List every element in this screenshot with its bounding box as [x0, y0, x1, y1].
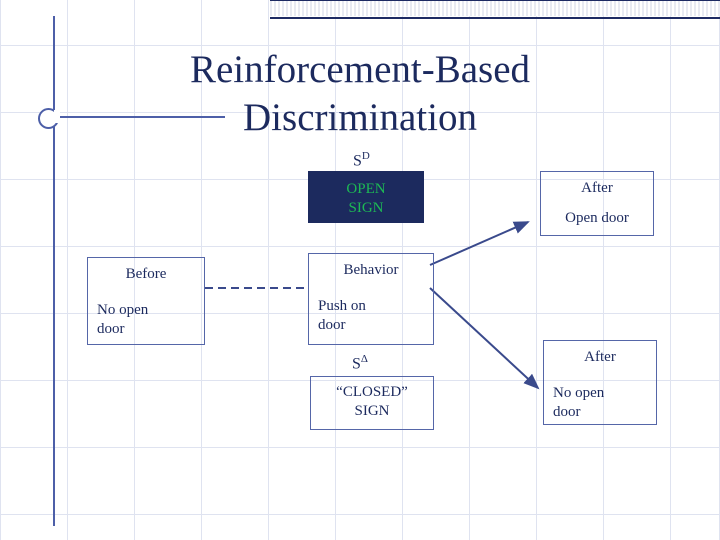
sd-label-superscript: D	[361, 150, 370, 162]
grid-line-vertical	[536, 0, 537, 540]
after-bottom-detail-line2: door	[553, 404, 581, 420]
behavior-detail-line2: door	[318, 317, 346, 333]
grid-line-horizontal	[0, 447, 720, 448]
page-title-line2: Discrimination	[243, 96, 477, 139]
sd-box-line2: SIGN	[348, 200, 384, 216]
behavior-box: Behavior Push on door	[308, 253, 434, 345]
behavior-heading: Behavior	[343, 262, 399, 278]
sdelta-stimulus-label: SΔ	[352, 353, 368, 373]
grid-line-horizontal	[0, 313, 720, 314]
grid-line-vertical	[268, 0, 269, 540]
grid-line-vertical	[201, 0, 202, 540]
grid-line-vertical	[67, 0, 68, 540]
sdelta-label-text: S	[352, 355, 361, 373]
sd-box-line1: OPEN	[346, 181, 386, 197]
before-detail-line2: door	[97, 321, 125, 337]
page-title: Reinforcement-Based Discrimination	[60, 46, 660, 142]
connector-behavior-to-after-bottom	[429, 287, 540, 390]
header-band-bottom-rule	[270, 17, 720, 19]
grid-line-horizontal	[0, 514, 720, 515]
after-bottom-heading: After	[584, 349, 616, 365]
connector-behavior-to-after-top	[429, 221, 530, 266]
sd-stimulus-label: SD	[353, 150, 370, 170]
grid-line-horizontal	[0, 45, 720, 46]
header-band-top-rule	[270, 0, 720, 1]
before-detail-line1: No open	[97, 302, 149, 318]
grid-line-horizontal	[0, 112, 720, 113]
before-heading: Before	[125, 266, 167, 282]
grid-line-vertical	[402, 0, 403, 540]
sd-stimulus-box: OPEN SIGN	[308, 171, 424, 223]
left-vertical-rule	[53, 16, 55, 526]
header-hatch-band	[270, 0, 720, 16]
sd-label-text: S	[353, 152, 362, 170]
sdelta-stimulus-box: “CLOSED” SIGN	[310, 376, 434, 430]
grid-line-horizontal	[0, 380, 720, 381]
spacer	[550, 198, 644, 209]
left-horizontal-rule	[55, 116, 225, 118]
after-top-heading: After	[581, 180, 613, 196]
page-title-line1: Reinforcement-Based	[189, 48, 531, 91]
grid-line-vertical	[335, 0, 336, 540]
grid-line-vertical	[670, 0, 671, 540]
grid-line-horizontal	[0, 246, 720, 247]
sdelta-label-superscript: Δ	[360, 353, 368, 365]
bullet-circle-mask	[54, 110, 60, 123]
after-bottom-detail-line1: No open	[553, 385, 605, 401]
after-bottom-box: After No open door	[543, 340, 657, 425]
after-top-detail: Open door	[565, 210, 629, 226]
sdelta-box-line1: “CLOSED”	[336, 384, 408, 400]
behavior-detail-line1: Push on	[318, 298, 366, 314]
grid-line-vertical	[134, 0, 135, 540]
before-box: Before No open door	[87, 257, 205, 345]
grid-line-vertical	[469, 0, 470, 540]
sdelta-box-line2: SIGN	[354, 403, 390, 419]
after-top-box: After Open door	[540, 171, 654, 236]
grid-line-vertical	[603, 0, 604, 540]
grid-line-vertical	[0, 0, 1, 540]
